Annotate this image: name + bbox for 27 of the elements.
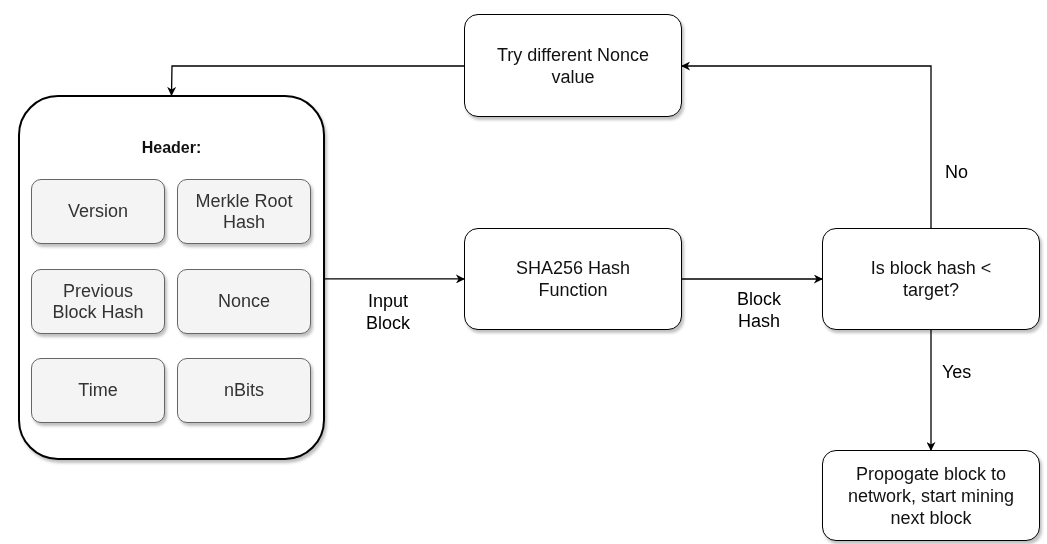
field-box	[177, 269, 311, 334]
box-text: Time	[77, 380, 119, 401]
field-box	[31, 179, 165, 244]
field-box	[31, 269, 165, 334]
field-box	[177, 358, 311, 423]
box-text: nBits	[223, 380, 265, 401]
box-text: Version	[66, 201, 129, 222]
box-text: Previous Block Hash	[51, 280, 145, 323]
box-text: Propogate block to network, start mining next block	[846, 462, 1016, 529]
arrow	[681, 274, 823, 284]
arrow	[324, 274, 465, 284]
box-text: Nonce	[217, 291, 271, 312]
arrow	[681, 61, 932, 229]
process-box	[822, 450, 1040, 541]
box-text: SHA256 Hash Function	[514, 257, 632, 301]
process-box	[464, 14, 682, 117]
field-box	[31, 358, 165, 423]
field-box	[177, 179, 311, 244]
box-text: Is block hash < target?	[869, 257, 993, 301]
header-container	[18, 95, 325, 460]
process-box	[464, 228, 682, 330]
header-title: Header:	[140, 138, 203, 158]
arrow	[167, 65, 465, 96]
decision-box	[822, 228, 1040, 330]
box-text: Try different Nonce value	[495, 43, 651, 88]
box-text: Merkle Root Hash	[194, 190, 294, 233]
arrow	[926, 329, 936, 451]
